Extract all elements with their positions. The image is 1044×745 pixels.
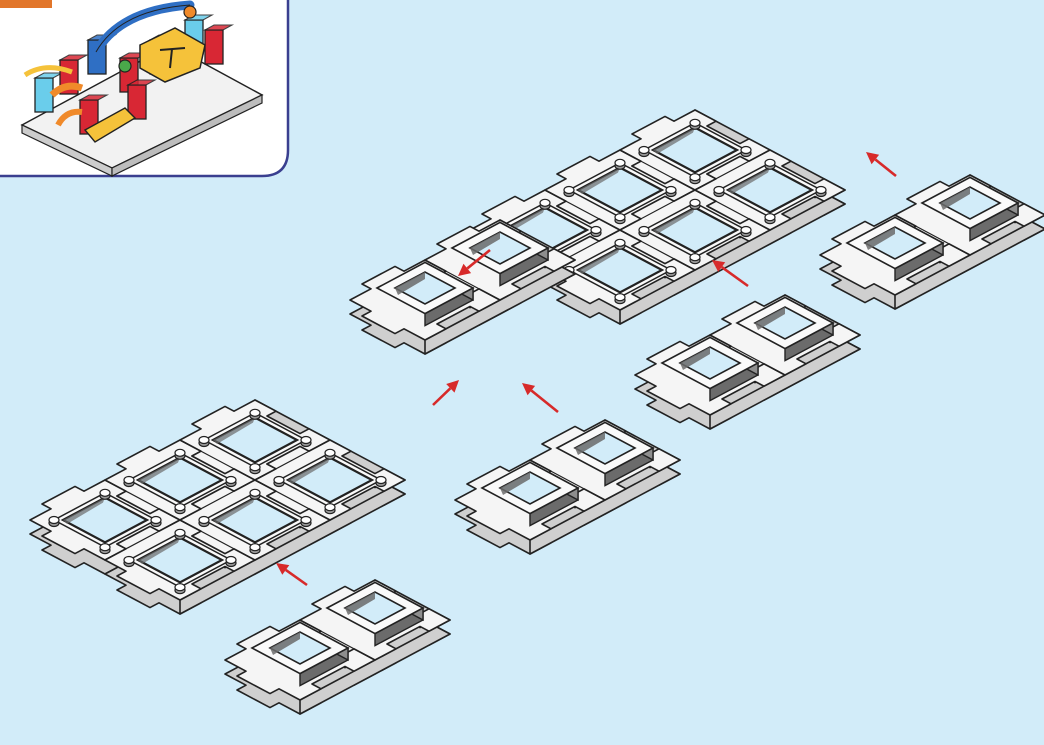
peg xyxy=(301,437,311,444)
peg xyxy=(175,584,185,591)
peg xyxy=(250,544,260,551)
peg xyxy=(591,227,601,234)
peg xyxy=(250,409,260,416)
peg xyxy=(226,477,236,484)
peg xyxy=(615,214,625,221)
peg xyxy=(175,449,185,456)
peg xyxy=(690,119,700,126)
peg xyxy=(100,489,110,496)
peg xyxy=(199,437,209,444)
peg xyxy=(49,517,59,524)
peg xyxy=(301,517,311,524)
peg xyxy=(666,187,676,194)
callout-preview xyxy=(0,0,288,176)
peg xyxy=(250,489,260,496)
peg xyxy=(639,147,649,154)
peg xyxy=(151,517,161,524)
peg xyxy=(199,517,209,524)
peg xyxy=(325,449,335,456)
peg xyxy=(615,294,625,301)
peg xyxy=(741,227,751,234)
peg xyxy=(639,227,649,234)
peg xyxy=(100,544,110,551)
peg xyxy=(376,477,386,484)
peg xyxy=(226,557,236,564)
peg xyxy=(175,504,185,511)
peg xyxy=(690,254,700,261)
peg xyxy=(690,174,700,181)
peg xyxy=(765,214,775,221)
peg xyxy=(765,159,775,166)
peg xyxy=(274,477,284,484)
peg xyxy=(325,504,335,511)
peg xyxy=(250,464,260,471)
peg xyxy=(124,557,134,564)
peg xyxy=(816,187,826,194)
peg xyxy=(540,199,550,206)
peg xyxy=(615,239,625,246)
peg xyxy=(741,147,751,154)
peg xyxy=(124,477,134,484)
peg xyxy=(666,267,676,274)
callout-tab xyxy=(0,0,52,8)
peg xyxy=(714,187,724,194)
peg xyxy=(175,529,185,536)
peg xyxy=(690,199,700,206)
peg xyxy=(564,187,574,194)
peg xyxy=(615,159,625,166)
